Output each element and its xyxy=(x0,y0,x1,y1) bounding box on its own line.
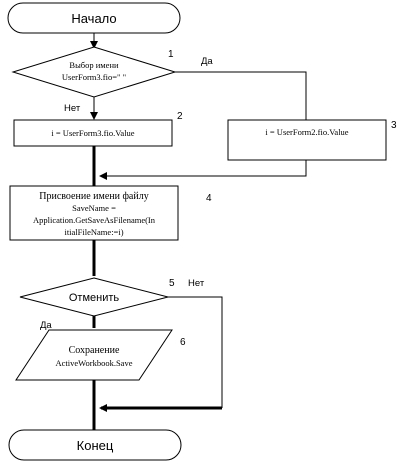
start-terminator-label: Начало xyxy=(71,11,116,26)
process-4-shape xyxy=(9,185,179,241)
decision-5-number: 5 xyxy=(169,278,175,289)
process-4-line4: itialFileName:=i) xyxy=(64,227,123,237)
process-4-number: 4 xyxy=(206,193,212,204)
process-4-line3: Application.GetSaveAsFilename(In xyxy=(33,215,156,225)
connectors xyxy=(90,33,307,430)
process-2-shape xyxy=(13,119,173,147)
process-4-line2: SaveName = xyxy=(72,203,116,213)
decision-5-yes-label: Да xyxy=(40,320,52,331)
start-terminator-shape xyxy=(7,2,181,34)
decision-1-number: 1 xyxy=(168,49,174,60)
decision-5-text: Отменить xyxy=(69,292,120,304)
process-2: i = UserForm3.fio.Value 2 xyxy=(13,111,183,147)
end-terminator: Конец xyxy=(8,429,182,461)
process-3-number: 3 xyxy=(391,120,397,131)
decision-1-no-label: Нет xyxy=(64,103,81,114)
decision-1-shape xyxy=(11,46,177,98)
io-6-number: 6 xyxy=(180,337,186,348)
connector-decision5-no-branch xyxy=(168,296,223,408)
io-6-line2: ActiveWorkbook.Save xyxy=(56,358,133,368)
end-terminator-label: Конец xyxy=(77,438,114,453)
decision-1-line1: Выбор имени xyxy=(69,60,119,70)
connector-decision1-yes-branch xyxy=(175,71,307,120)
end-terminator-shape xyxy=(8,429,182,461)
decision-1-yes-label: Да xyxy=(201,56,213,67)
connector-process3-to-merge xyxy=(99,160,307,180)
process-3-text: i = UserForm2.fio.Value xyxy=(265,127,348,137)
start-terminator: Начало xyxy=(7,2,181,34)
process-3-shape xyxy=(227,119,387,161)
decision-5-no-label: Нет xyxy=(188,278,205,289)
process-4-line1: Присвоение имени файлу xyxy=(39,191,148,202)
decision-5: Отменить 5 Нет Да xyxy=(19,277,205,331)
io-6-shape xyxy=(15,329,173,381)
decision-1-line2: UserForm3.fio=" " xyxy=(62,72,126,82)
process-2-number: 2 xyxy=(177,111,183,122)
decision-5-shape xyxy=(19,277,169,317)
io-6: Сохранение ActiveWorkbook.Save 6 xyxy=(15,329,186,381)
process-4: Присвоение имени файлу SaveName = Applic… xyxy=(9,185,212,241)
io-6-line1: Сохранение xyxy=(69,345,120,356)
process-2-text: i = UserForm3.fio.Value xyxy=(51,128,134,138)
process-3: i = UserForm2.fio.Value 3 xyxy=(227,119,397,161)
decision-1: Выбор имени UserForm3.fio=" " 1 Да Нет xyxy=(11,46,213,114)
